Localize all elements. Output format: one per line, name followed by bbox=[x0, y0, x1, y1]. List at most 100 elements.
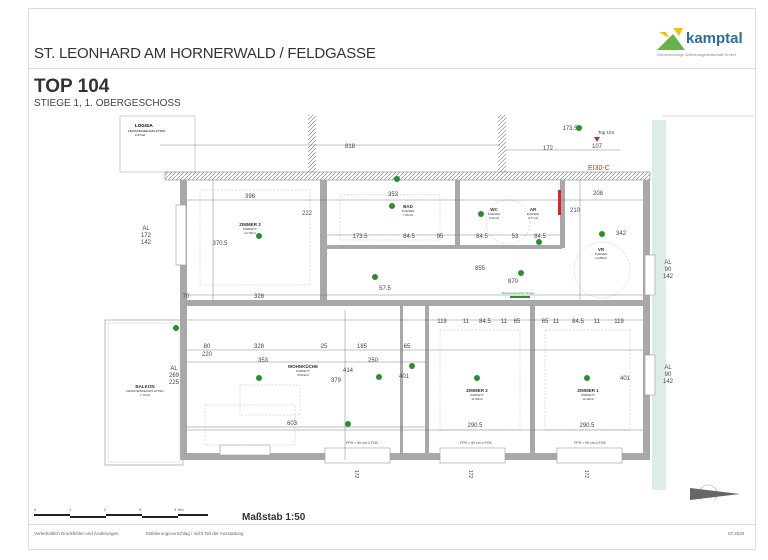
svg-text:84.5: 84.5 bbox=[476, 234, 488, 240]
svg-text:90: 90 bbox=[665, 267, 672, 273]
logo-roof-icon bbox=[657, 28, 685, 50]
svg-text:2.47m2: 2.47m2 bbox=[135, 133, 145, 137]
svg-text:401: 401 bbox=[620, 376, 631, 382]
svg-text:FPH = 90 cm ü FOK: FPH = 90 cm ü FOK bbox=[574, 441, 606, 445]
svg-text:84.5: 84.5 bbox=[403, 234, 415, 240]
svg-text:379: 379 bbox=[331, 378, 342, 384]
svg-text:290.5: 290.5 bbox=[579, 423, 595, 429]
svg-text:LOGGIA: LOGGIA bbox=[135, 123, 153, 128]
svg-text:353: 353 bbox=[258, 358, 269, 364]
svg-text:PARKETT: PARKETT bbox=[581, 393, 595, 397]
project-title: ST. LEONHARD AM HORNERWALD / FELDGASSE bbox=[34, 45, 376, 62]
svg-text:3.77m2: 3.77m2 bbox=[528, 216, 538, 220]
svg-text:172: 172 bbox=[583, 470, 589, 479]
svg-text:AL: AL bbox=[170, 366, 178, 372]
svg-text:870: 870 bbox=[508, 279, 519, 285]
svg-text:225: 225 bbox=[169, 380, 180, 386]
svg-text:AL: AL bbox=[142, 226, 150, 232]
svg-text:80: 80 bbox=[204, 344, 211, 350]
svg-text:FLIESEN: FLIESEN bbox=[595, 252, 608, 256]
svg-text:PARKETT: PARKETT bbox=[296, 369, 310, 373]
svg-text:7.70m2: 7.70m2 bbox=[140, 393, 150, 397]
svg-text:84.5: 84.5 bbox=[534, 234, 546, 240]
unit-title: TOP 104 bbox=[34, 76, 110, 97]
page-frame bbox=[28, 8, 756, 550]
svg-text:84.5: 84.5 bbox=[572, 319, 584, 325]
svg-text:269: 269 bbox=[169, 373, 180, 379]
kamptal-logo: kamptal Gemeinnützige Wohnbaugesellschaf… bbox=[657, 28, 757, 57]
svg-text:11: 11 bbox=[463, 319, 470, 325]
svg-text:WC: WC bbox=[490, 207, 498, 212]
divider bbox=[28, 68, 755, 69]
svg-text:AL: AL bbox=[664, 365, 672, 371]
footer-disclaimer: Vorbehaltlich Druckfehler und Änderungen bbox=[34, 531, 119, 536]
svg-text:250: 250 bbox=[368, 358, 379, 364]
svg-text:855: 855 bbox=[475, 266, 486, 272]
svg-text:65: 65 bbox=[514, 319, 521, 325]
light-fixture-icons bbox=[173, 125, 605, 427]
svg-text:FLIESEN: FLIESEN bbox=[402, 209, 415, 213]
walls bbox=[180, 180, 650, 460]
svg-text:222: 222 bbox=[302, 211, 313, 217]
svg-text:FLIESEN: FLIESEN bbox=[527, 212, 540, 216]
svg-text:220: 220 bbox=[202, 352, 213, 358]
svg-text:ZIMMER 2: ZIMMER 2 bbox=[466, 388, 488, 393]
dimension-labels: 818 398 353 172 107 173.5 208 210 342 37… bbox=[183, 126, 631, 429]
loggia: LOGGIA FEINSTEINZEUGPLATTEN 2.47m2 bbox=[119, 115, 196, 173]
svg-text:398: 398 bbox=[245, 194, 256, 200]
svg-text:142: 142 bbox=[663, 274, 674, 280]
svg-text:401: 401 bbox=[399, 374, 410, 380]
svg-text:172: 172 bbox=[467, 470, 473, 479]
svg-text:0: 0 bbox=[34, 507, 37, 512]
svg-text:FPH = 90 cm ü FOK: FPH = 90 cm ü FOK bbox=[346, 441, 378, 445]
svg-text:53: 53 bbox=[512, 234, 519, 240]
svg-text:PARKETT: PARKETT bbox=[470, 393, 484, 397]
footer-date: 07.2020 bbox=[728, 531, 745, 536]
balkon bbox=[104, 319, 184, 466]
scale-label: Maßstab 1:50 bbox=[242, 512, 306, 523]
svg-text:328: 328 bbox=[254, 344, 265, 350]
svg-text:172: 172 bbox=[141, 233, 152, 239]
svg-text:WOHNKÜCHE: WOHNKÜCHE bbox=[288, 363, 318, 369]
svg-text:95: 95 bbox=[437, 234, 444, 240]
svg-text:173.5: 173.5 bbox=[562, 126, 578, 132]
svg-text:4: 4 bbox=[174, 507, 177, 512]
svg-text:290.5: 290.5 bbox=[467, 423, 483, 429]
svg-text:2.09m2: 2.09m2 bbox=[489, 216, 499, 220]
footer-furniture-note: Möblierungsvorschlag / nicht Teil der Au… bbox=[146, 531, 244, 536]
scale-bar: 0 1 2 3 4 5m bbox=[34, 507, 178, 518]
svg-text:1: 1 bbox=[69, 507, 72, 512]
svg-text:142: 142 bbox=[663, 379, 674, 385]
logo-tagline: Gemeinnützige Wohnbaugesellschaft GmbH bbox=[657, 52, 736, 57]
svg-text:90: 90 bbox=[665, 372, 672, 378]
svg-text:342: 342 bbox=[616, 231, 627, 237]
svg-text:FEINSTEINZEUGPLATTEN: FEINSTEINZEUGPLATTEN bbox=[128, 129, 165, 133]
svg-text:PARKETT: PARKETT bbox=[243, 227, 257, 231]
floor-subtitle: STIEGE 1, 1. OBERGESCHOSS bbox=[34, 98, 181, 109]
svg-text:210: 210 bbox=[570, 208, 581, 214]
svg-text:11: 11 bbox=[553, 319, 560, 325]
svg-text:208: 208 bbox=[593, 191, 604, 197]
svg-text:25.84m2: 25.84m2 bbox=[297, 373, 309, 377]
svg-text:ZIMMER 3: ZIMMER 3 bbox=[239, 222, 261, 227]
svg-text:11: 11 bbox=[501, 319, 508, 325]
svg-text:2: 2 bbox=[104, 507, 107, 512]
exterior-wall-top bbox=[164, 171, 651, 181]
garden-strip bbox=[652, 120, 666, 490]
svg-text:353: 353 bbox=[388, 192, 399, 198]
svg-text:FLIESEN: FLIESEN bbox=[488, 212, 501, 216]
svg-text:70: 70 bbox=[183, 294, 190, 300]
svg-text:107: 107 bbox=[592, 144, 603, 150]
svg-text:3: 3 bbox=[139, 507, 142, 512]
svg-text:119: 119 bbox=[614, 319, 624, 325]
scale-tick-5: 5m bbox=[178, 507, 184, 512]
svg-text:FEINSTEINZEUGPLATTEN: FEINSTEINZEUGPLATTEN bbox=[126, 389, 163, 393]
